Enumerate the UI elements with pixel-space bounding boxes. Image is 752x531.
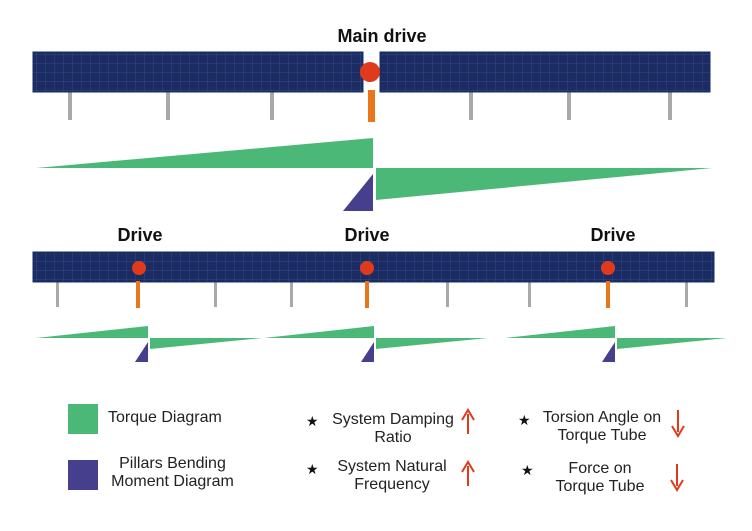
pillar <box>270 92 274 120</box>
pillar <box>290 281 293 307</box>
pillar <box>166 92 170 120</box>
legend-arrows <box>461 408 685 492</box>
main-drive-system <box>32 51 712 211</box>
drive-torque-left <box>36 326 148 338</box>
pillars-bending-label: Pillars Bending Moment Diagram <box>100 455 245 491</box>
drive-torque-right <box>150 338 262 349</box>
up-arrow-icon <box>461 408 475 434</box>
pillar <box>528 281 531 307</box>
drive-icon <box>601 261 615 275</box>
damping-line2: Ratio <box>374 429 412 446</box>
torsion-line2: Torque Tube <box>557 427 647 444</box>
damping-ratio-label: System Damping Ratio <box>322 411 464 447</box>
drive-torque-right <box>376 338 488 349</box>
torsion-line1: Torsion Angle on <box>542 409 662 426</box>
down-arrow-icon <box>671 410 685 438</box>
pillars-bending-line1: Pillars Bending <box>119 455 226 472</box>
drive-post <box>365 281 369 308</box>
pillar <box>56 281 59 307</box>
drive-icon <box>132 261 146 275</box>
force-line2: Torque Tube <box>555 478 645 495</box>
pillars-bending-line2: Moment Diagram <box>111 473 234 490</box>
down-arrow-icon <box>670 464 684 492</box>
star-icon: ★ <box>306 413 319 429</box>
main-moment-triangle <box>343 174 373 211</box>
drive-label-3: Drive <box>590 225 636 245</box>
star-icon: ★ <box>518 412 531 428</box>
moment-diagram-swatch <box>68 460 98 490</box>
pillar <box>567 92 571 120</box>
multi-drive-system <box>32 251 727 362</box>
drive-moment-triangle <box>602 342 615 362</box>
force-line1: Force on <box>568 460 632 477</box>
drive-torque-left <box>264 326 374 338</box>
solar-panel-left <box>32 51 364 93</box>
drive-moment-triangle <box>361 342 374 362</box>
torque-diagram-label: Torque Diagram <box>108 409 222 426</box>
torque-diagram-swatch <box>68 404 98 434</box>
drive-post <box>606 281 610 308</box>
bottom-pillars <box>56 281 688 307</box>
pillar <box>446 281 449 307</box>
frequency-line2: Frequency <box>354 476 430 493</box>
drive-moment-triangle <box>135 342 148 362</box>
drive-icon <box>360 261 374 275</box>
drive-label-1: Drive <box>117 225 163 245</box>
torsion-angle-label: Torsion Angle on Torque Tube <box>530 409 674 445</box>
drive-label-2: Drive <box>344 225 390 245</box>
main-drive-icon <box>360 62 380 82</box>
drive-torque-right <box>617 338 727 349</box>
pillar <box>214 281 217 307</box>
star-icon: ★ <box>306 461 319 477</box>
drive-torque-left <box>505 326 615 338</box>
damping-line1: System Damping <box>332 411 454 428</box>
pillar <box>668 92 672 120</box>
top-pillars <box>68 92 672 120</box>
pillar <box>685 281 688 307</box>
up-arrow-icon <box>461 460 475 486</box>
solar-panel-right <box>379 51 711 93</box>
pillar <box>68 92 72 120</box>
pillar <box>469 92 473 120</box>
main-torque-right <box>376 168 712 200</box>
main-drive-label: Main drive <box>337 26 427 46</box>
main-torque-left <box>36 138 373 168</box>
force-torque-label: Force on Torque Tube <box>534 460 666 496</box>
star-icon: ★ <box>521 462 534 478</box>
main-drive-post <box>368 90 375 122</box>
natural-frequency-label: System Natural Frequency <box>322 458 462 494</box>
frequency-line1: System Natural <box>337 458 447 475</box>
drive-post <box>136 281 140 308</box>
